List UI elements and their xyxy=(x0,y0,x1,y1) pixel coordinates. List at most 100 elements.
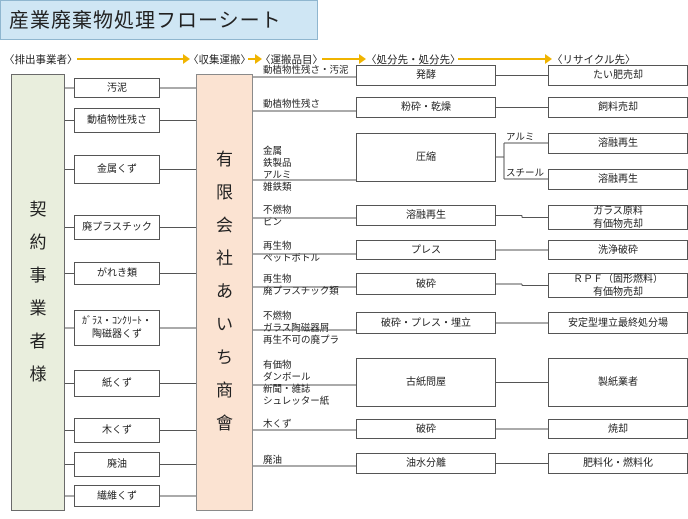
category-line: 金属 xyxy=(263,146,283,157)
header-collection: 〈収集運搬〉 xyxy=(188,54,251,66)
waste-item: 動植物性残さ xyxy=(74,108,160,133)
contractor-char: 事 xyxy=(29,265,47,286)
process-box-label: 破砕 xyxy=(416,278,436,290)
recycling-box-label: たい肥売却 xyxy=(593,70,643,81)
category-line: 木くず xyxy=(263,419,292,430)
category-line: 雑鉄類 xyxy=(263,182,292,193)
company-char: 限 xyxy=(216,183,233,203)
waste-item-label: 金属くず xyxy=(97,164,137,175)
header-category: 〈運搬品目〉 xyxy=(260,54,323,66)
category-line: 動植物性残さ xyxy=(263,99,321,110)
split-label-steel: スチール xyxy=(506,168,545,179)
waste-item-label: 動植物性残さ xyxy=(87,115,147,126)
category-label: 再生物ペットボトル xyxy=(263,241,320,265)
recycling-box-label: 溶融再生 xyxy=(598,174,638,185)
waste-item-label: がれき類 xyxy=(97,268,137,279)
category-label: 再生物廃プラスチック類 xyxy=(263,274,339,298)
category-line: ビン xyxy=(263,217,283,228)
waste-item-label: 汚泥 xyxy=(107,82,127,94)
process-box: 破砕・プレス・埋立 xyxy=(356,312,496,334)
recycling-box-label: 有価物売却 xyxy=(593,218,643,230)
process-box-label: プレス xyxy=(411,244,441,256)
category-line: 不燃物 xyxy=(263,311,292,322)
company-char: い xyxy=(216,315,233,335)
recycling-box: 焼却 xyxy=(548,419,688,439)
recycling-box: 溶融再生 xyxy=(548,169,688,190)
arrow-1 xyxy=(77,54,190,64)
category-line: 有価物 xyxy=(263,360,292,371)
waste-item: 金属くず xyxy=(74,155,160,184)
recycling-box-label: 安定型埋立最終処分場 xyxy=(568,317,668,329)
recycling-box-label: 焼却 xyxy=(608,423,628,435)
category-line: 廃油 xyxy=(263,455,283,466)
process-box: 破砕 xyxy=(356,273,496,295)
company-char: 商 xyxy=(216,381,233,401)
waste-item: 廃プラスチック xyxy=(74,215,160,240)
contractor-char: 業 xyxy=(29,298,47,319)
process-box-label: 溶融再生 xyxy=(406,210,446,221)
waste-item: 汚泥 xyxy=(74,78,160,98)
waste-item-label: 廃プラスチック xyxy=(82,222,152,233)
process-box: 発酵 xyxy=(356,65,496,86)
process-box-label: 圧縮 xyxy=(416,152,436,163)
process-box-label: 粉砕・乾燥 xyxy=(401,102,451,113)
category-line: ペットボトル xyxy=(263,253,321,264)
waste-item-label: 紙くず xyxy=(102,378,132,389)
company-char: あ xyxy=(216,282,233,302)
waste-item-label: 陶磁器くず xyxy=(92,329,142,340)
process-box-label: 破砕・プレス・埋立 xyxy=(381,317,471,329)
process-box: 圧縮 xyxy=(356,133,496,182)
category-label: 有価物ダンボール新聞・雑誌シュレッター紙 xyxy=(263,360,329,408)
category-line: 再生物 xyxy=(263,241,292,252)
process-box: 粉砕・乾燥 xyxy=(356,97,496,118)
recycling-box-label: 洗浄破砕 xyxy=(598,244,638,256)
category-label: 動植物性残さ xyxy=(263,99,320,111)
process-box-label: 発酵 xyxy=(416,70,436,81)
category-label: 廃油 xyxy=(263,455,282,467)
contractor-char: 者 xyxy=(29,331,47,352)
contractor-char: 契 xyxy=(29,199,47,220)
waste-item-label: 廃油 xyxy=(107,459,127,470)
category-line: 再生物 xyxy=(263,274,292,285)
category-label: 不燃物ガラス陶磁器屑再生不可の廃プラ xyxy=(263,311,339,347)
header-disposal: 〈処分先・処分先〉 xyxy=(366,54,461,66)
category-label: 不燃物ビン xyxy=(263,205,292,229)
recycling-box: たい肥売却 xyxy=(548,65,688,86)
category-line: ダンボール xyxy=(263,372,311,383)
recycling-box-label: 有価物売却 xyxy=(593,286,643,298)
waste-item: がれき類 xyxy=(74,262,160,285)
recycling-box-label: 製紙業者 xyxy=(598,377,638,388)
waste-item: 木くず xyxy=(74,418,160,443)
category-label: 金属鉄製品アルミ雑鉄類 xyxy=(263,146,292,194)
process-box: 油水分離 xyxy=(356,453,496,474)
recycling-box: 製紙業者 xyxy=(548,358,688,407)
waste-item: 廃油 xyxy=(74,452,160,477)
recycling-box-label: 肥料化・燃料化 xyxy=(583,458,653,469)
recycling-box-label: 溶融再生 xyxy=(598,138,638,149)
header-emitter: 〈排出事業者〉 xyxy=(4,54,78,66)
process-box-label: 油水分離 xyxy=(406,458,446,469)
recycling-box: ガラス原料有価物売却 xyxy=(548,205,688,230)
category-line: 不燃物 xyxy=(263,205,292,216)
category-line: 動植物性残さ・汚泥 xyxy=(263,65,349,76)
split-label-aluminum: アルミ xyxy=(506,132,535,143)
arrow-3 xyxy=(322,54,366,64)
company-char: 有 xyxy=(216,150,233,170)
process-box-label: 破砕 xyxy=(416,423,436,435)
category-line: シュレッター紙 xyxy=(263,396,330,407)
category-line: アルミ xyxy=(263,170,292,181)
recycling-box-label: 飼料売却 xyxy=(598,102,638,113)
process-box: 溶融再生 xyxy=(356,205,496,226)
recycling-box-label: ＲＰＦ（固形燃料） xyxy=(573,273,663,285)
waste-item: 繊維くず xyxy=(74,485,160,507)
recycling-box: ＲＰＦ（固形燃料）有価物売却 xyxy=(548,273,688,298)
category-line: 鉄製品 xyxy=(263,158,292,169)
recycling-box-label: ガラス原料 xyxy=(593,205,643,217)
company-box: 有限会社あいち商會 xyxy=(196,74,253,511)
category-label: 動植物性残さ・汚泥 xyxy=(263,65,349,77)
company-char: 会 xyxy=(216,216,233,236)
arrow-2 xyxy=(248,54,262,64)
process-box: 破砕 xyxy=(356,419,496,439)
